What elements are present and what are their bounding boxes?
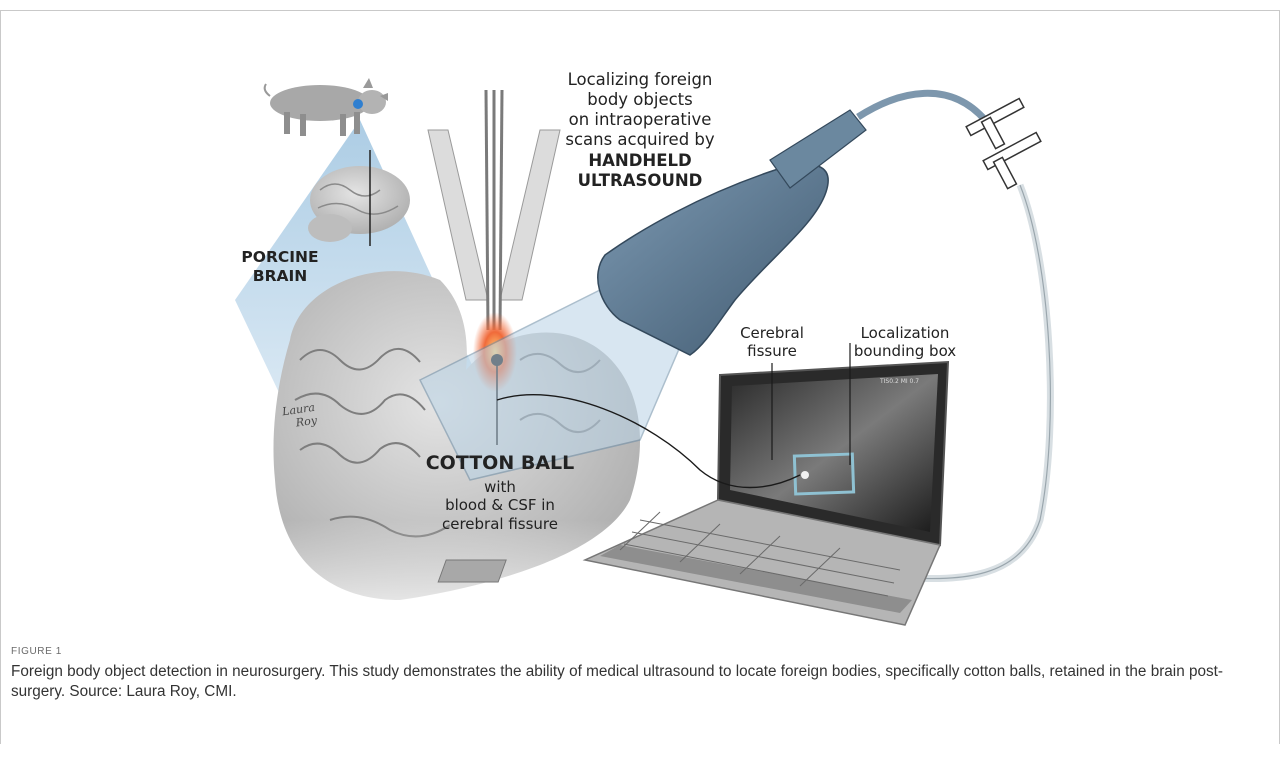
screen-readout: TIS0.2 MI 0.7: [880, 378, 940, 385]
cerebral-fissure-label: Cerebral fissure: [732, 324, 812, 361]
localization-label: Localization bounding box: [830, 324, 980, 361]
artist-signature: Laura Roy: [281, 401, 317, 431]
ultrasound-heading: Localizing foreign body objects on intra…: [540, 70, 740, 191]
scan-marker: [801, 471, 809, 479]
probe-cable: [858, 93, 985, 120]
cotton-ball-sublabel: with blood & CSF in cerebral fissure: [420, 478, 580, 533]
porcine-brain-label: PORCINE BRAIN: [240, 248, 320, 286]
pig-icon: [265, 78, 388, 136]
figure-label: FIGURE 1: [11, 646, 62, 657]
figure-caption: Foreign body object detection in neurosu…: [11, 662, 1273, 702]
cotton-ball-label: COTTON BALL: [405, 452, 595, 475]
